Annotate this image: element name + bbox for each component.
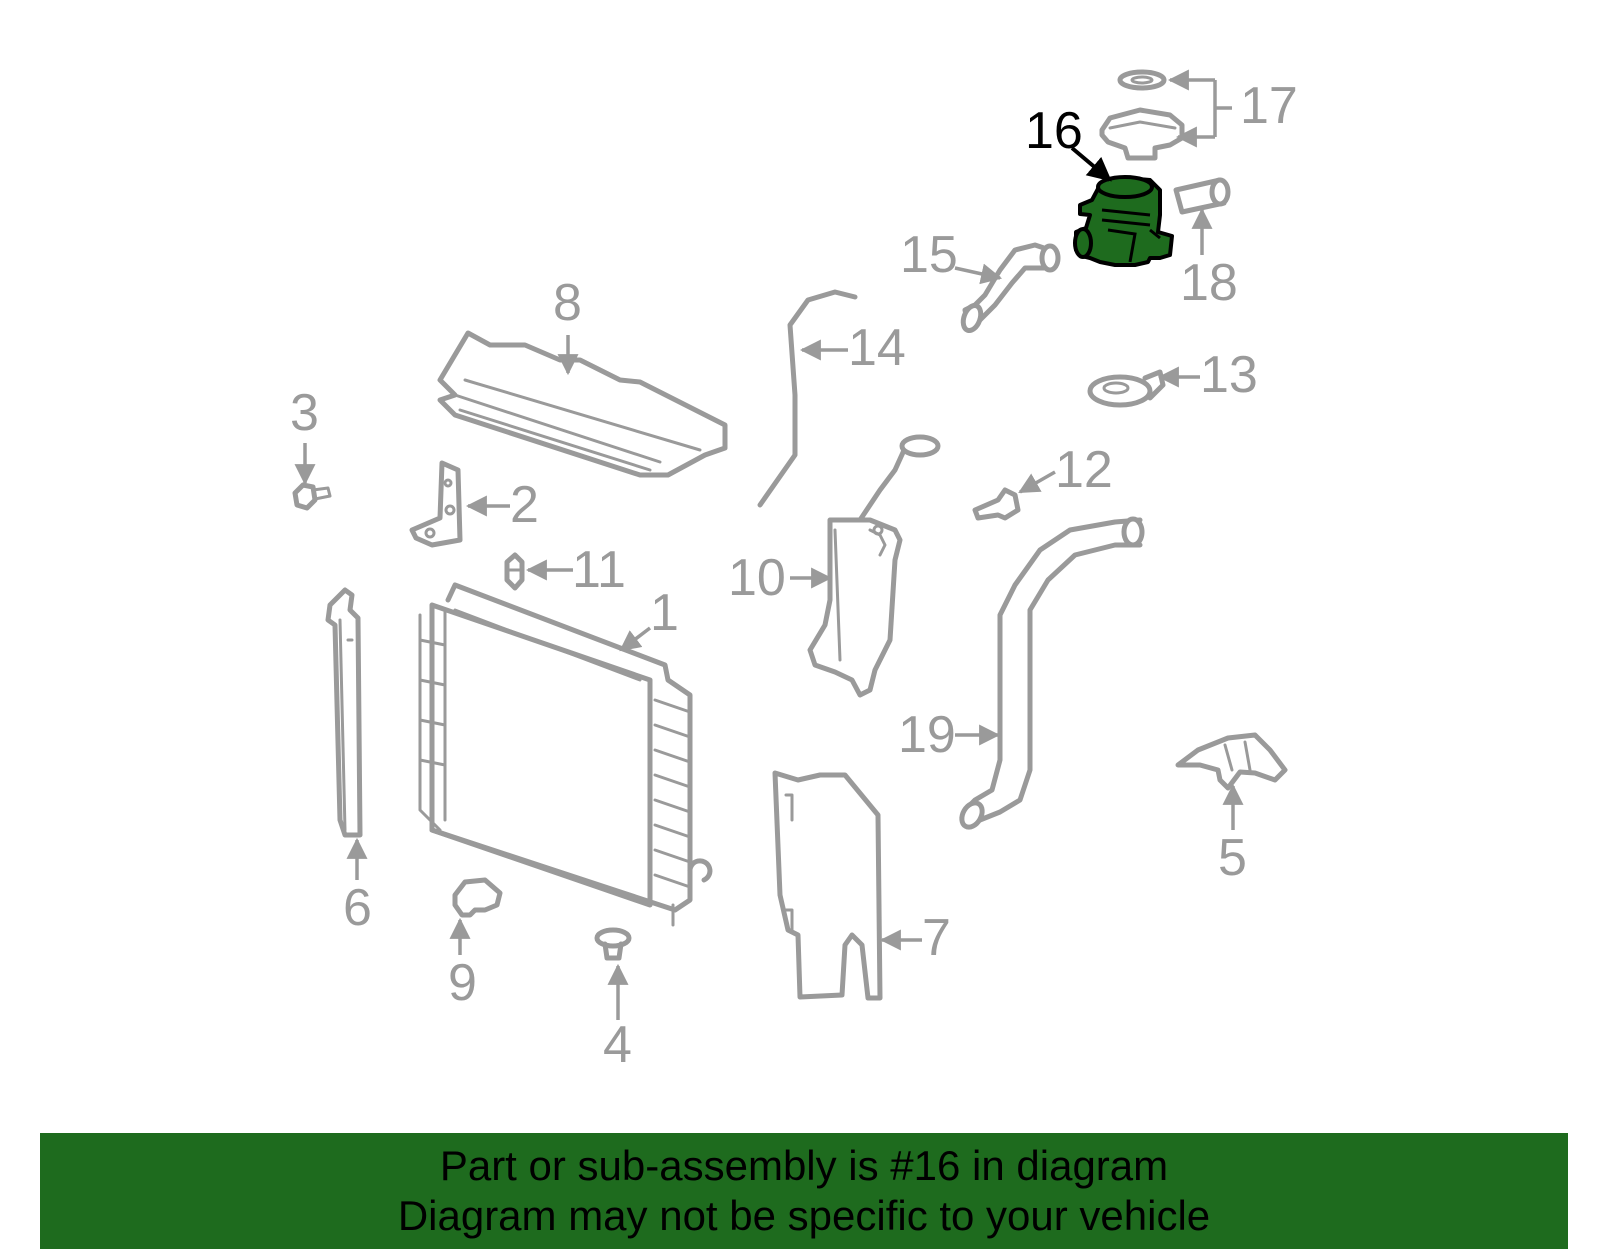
part-6-baffle [325, 587, 363, 838]
callout-16: 16 [1025, 102, 1083, 160]
part-9-sensor [452, 877, 503, 918]
callout-13: 13 [1200, 346, 1258, 404]
part-8-shield [437, 330, 728, 478]
callout-11: 11 [572, 541, 626, 599]
banner-line-part: Part or sub-assembly is #16 in diagram [439, 1142, 1169, 1189]
part-2-bracket [409, 460, 463, 548]
callout-5: 5 [1218, 829, 1247, 887]
callout-15: 15 [900, 226, 958, 284]
callout-7: 7 [922, 909, 951, 967]
callout-14: 14 [848, 319, 906, 377]
callout-8: 8 [553, 274, 582, 332]
leader-arrows [294, 69, 1244, 1020]
callout-1: 1 [650, 584, 679, 642]
part-11-clip [504, 552, 525, 591]
part-4-clip [594, 927, 632, 961]
callout-19: 19 [898, 706, 956, 764]
callout-12: 12 [1055, 441, 1113, 499]
banner-line-disclaimer: Diagram may not be specific to your vehi… [397, 1192, 1211, 1239]
part-18-coupler [1173, 177, 1231, 215]
part-19-hose [959, 516, 1145, 830]
callout-10: 10 [728, 549, 786, 607]
part-5-bracket [1175, 732, 1288, 791]
part-14-hose [757, 289, 858, 508]
callout-18: 18 [1180, 254, 1238, 312]
part-12-pushpin [972, 487, 1021, 521]
info-banner: Part or sub-assembly is #16 in diagram D… [40, 1133, 1568, 1249]
callout-9: 9 [448, 954, 477, 1012]
callout-6: 6 [343, 879, 372, 937]
callout-labels: 1 2 3 4 5 6 7 8 9 10 11 12 13 14 15 16 1… [290, 77, 1298, 1074]
callout-4: 4 [603, 1016, 632, 1074]
part-7-deflector [772, 770, 883, 1001]
part-10-reservoir [807, 434, 941, 698]
callout-3: 3 [290, 384, 319, 442]
part-3-bolt [292, 482, 332, 511]
callout-2: 2 [510, 476, 539, 534]
part-1-radiator [418, 582, 713, 927]
part-15-hose [960, 242, 1061, 334]
part-16-thermostat-housing[interactable] [1073, 175, 1174, 267]
part-13-cap [1087, 369, 1166, 408]
part-17-cap [1099, 69, 1185, 161]
callout-17: 17 [1240, 77, 1298, 135]
